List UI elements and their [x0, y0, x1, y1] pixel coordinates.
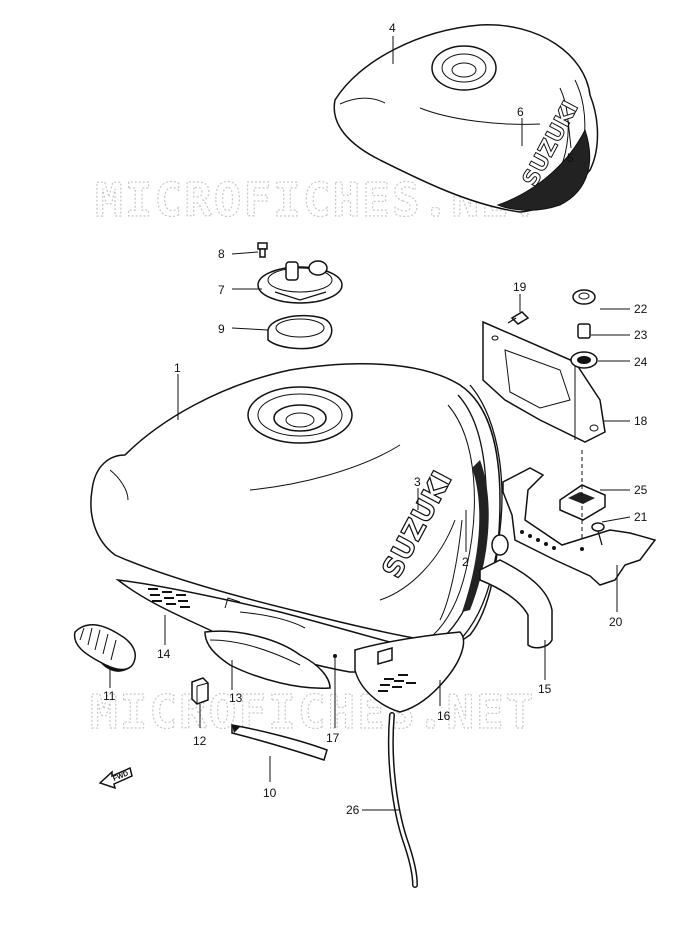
forward-direction-arrow: FWD [98, 766, 133, 790]
callout-16: 16 [437, 709, 451, 723]
callouts: 4 6 5 8 7 9 1 3 2 19 22 23 24 18 25 21 2… [103, 21, 648, 817]
callout-14: 14 [157, 647, 171, 661]
callout-4: 4 [389, 21, 396, 35]
callout-1: 1 [174, 361, 181, 375]
callout-8: 8 [218, 247, 225, 261]
callout-10: 10 [263, 786, 277, 800]
cushion-strip-10 [231, 724, 328, 761]
bracket-spacer-23 [577, 323, 591, 339]
callout-13: 13 [229, 691, 243, 705]
callout-17: 17 [326, 731, 340, 745]
clip-12 [191, 677, 209, 705]
callout-2: 2 [462, 555, 469, 569]
tank-mounting-arm [479, 534, 553, 649]
fuel-cap-bolt [257, 242, 268, 258]
callout-24: 24 [634, 355, 648, 369]
callout-23: 23 [634, 328, 648, 342]
panel-pin-17 [333, 654, 337, 658]
fuel-cap [257, 260, 343, 304]
callout-26: 26 [346, 803, 360, 817]
bracket-bolt-19 [507, 311, 530, 325]
bracket-damper-24 [570, 351, 598, 369]
callout-15: 15 [538, 682, 552, 696]
callout-20: 20 [609, 615, 623, 629]
knee-pad [73, 624, 136, 672]
watermark-bottom: MICROFICHES.NET [90, 685, 535, 739]
fuel-tank: SUZUKI [90, 363, 503, 646]
callout-9: 9 [218, 322, 225, 336]
rear-bracket [482, 320, 606, 443]
callout-12: 12 [193, 734, 207, 748]
callout-25: 25 [634, 483, 648, 497]
callout-18: 18 [634, 414, 648, 428]
side-panel-16 [354, 631, 465, 713]
leader-lines [109, 36, 631, 811]
tank-side-stripe [439, 519, 463, 621]
side-panel-13 [204, 630, 331, 690]
callout-19: 19 [513, 280, 527, 294]
screw-21 [591, 522, 605, 546]
callout-11: 11 [103, 689, 116, 703]
callout-3: 3 [414, 475, 421, 489]
callout-5: 5 [567, 151, 574, 165]
fuel-cap-gasket [267, 314, 333, 350]
callout-21: 21 [634, 510, 648, 524]
lower-bracket-plate [502, 467, 657, 586]
tank-cover: SUZUKI [333, 24, 599, 213]
callout-22: 22 [634, 302, 648, 316]
bracket-bolt-22 [572, 289, 596, 305]
callout-6: 6 [517, 105, 524, 119]
callout-7: 7 [218, 283, 225, 297]
